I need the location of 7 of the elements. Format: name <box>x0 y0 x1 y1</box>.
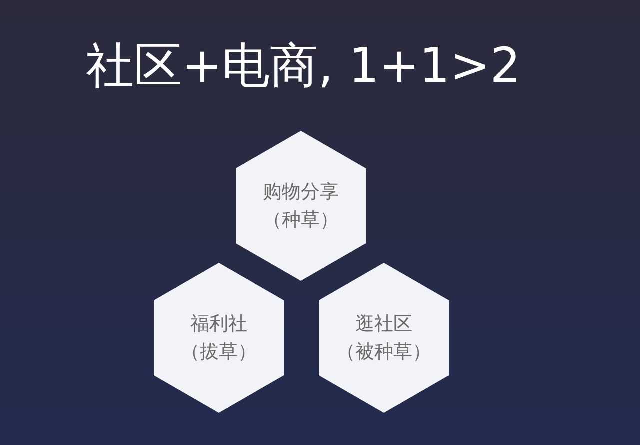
tile-subheading: （拔草） <box>181 340 257 365</box>
tile-heading: 福利社 <box>190 312 248 337</box>
tile-heading: 购物分享 <box>263 180 339 205</box>
tile-subheading: （被种草） <box>336 340 432 365</box>
title: 社区+电商, 1+1>2 <box>86 37 521 96</box>
tile-heading: 逛社区 <box>356 312 412 337</box>
tile-subheading: （种草） <box>263 208 339 233</box>
